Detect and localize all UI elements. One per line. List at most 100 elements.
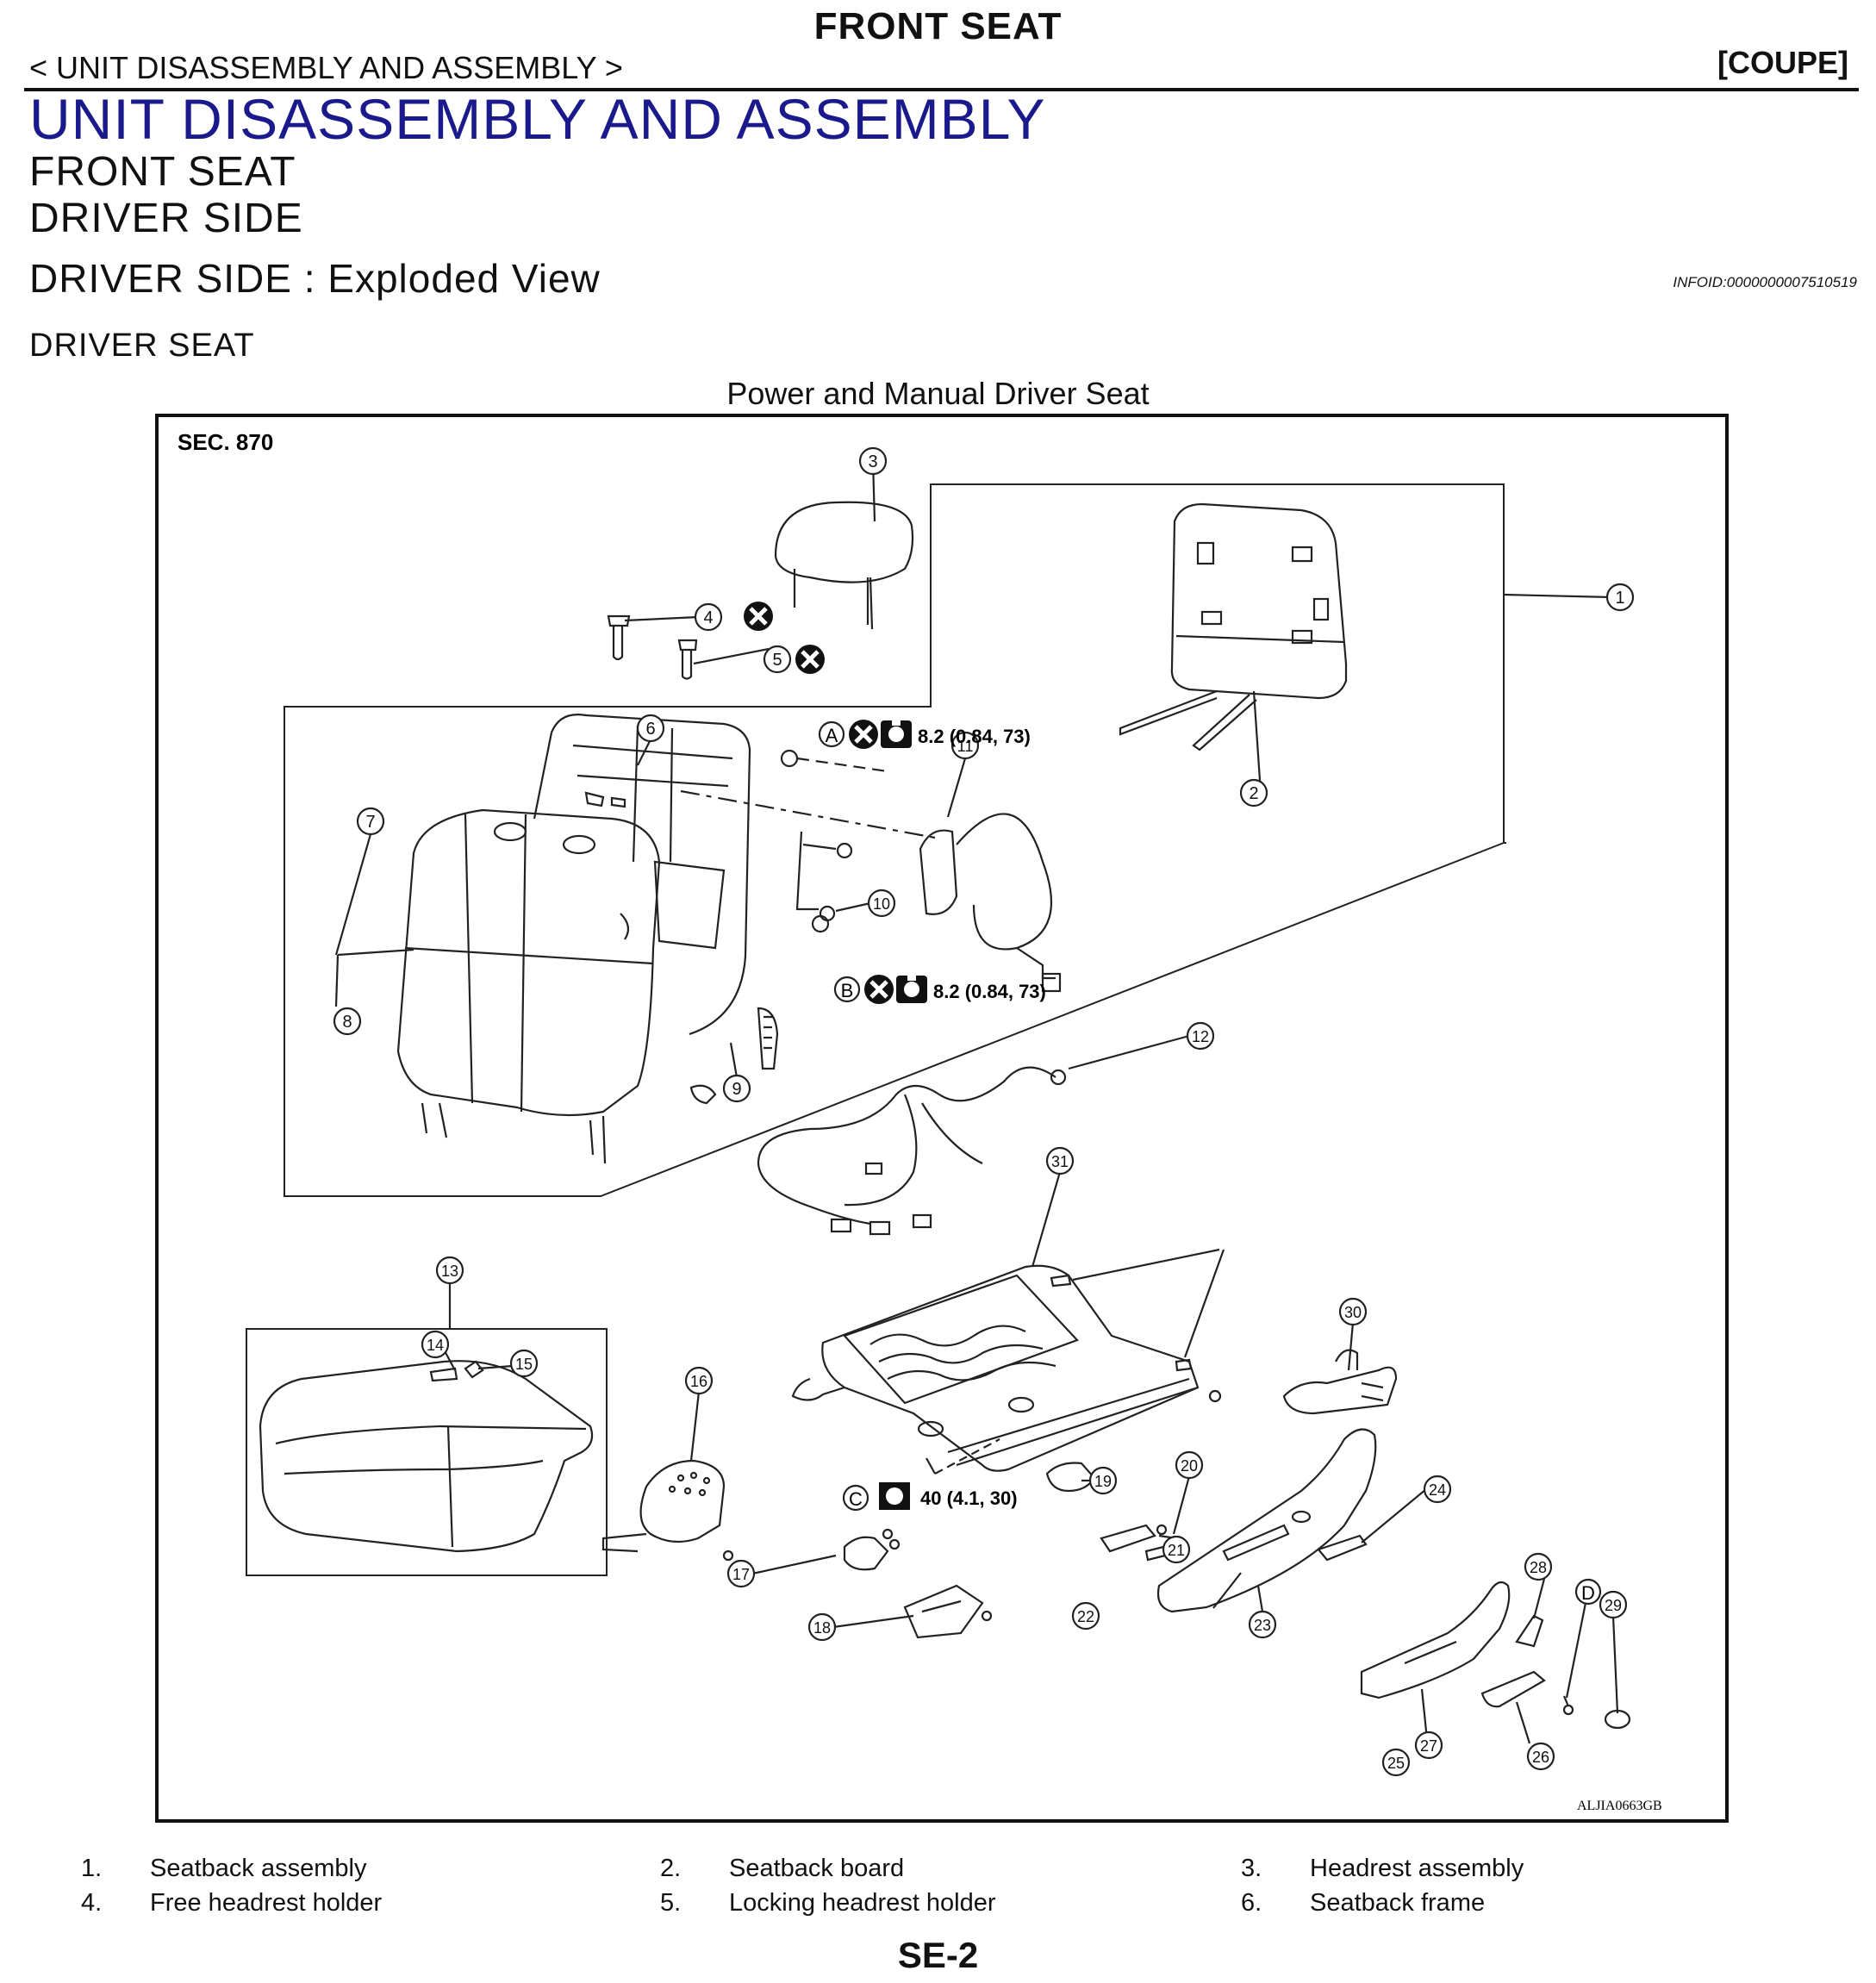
legend-text: Locking headrest holder	[729, 1889, 996, 1917]
page-header-title: FRONT SEAT	[813, 5, 1063, 47]
svg-text:21: 21	[1168, 1542, 1185, 1559]
callout-12: 12	[1186, 1021, 1215, 1051]
seatback-group-outline	[931, 483, 1506, 844]
callout-9: 9	[722, 1074, 751, 1103]
side-airbag-drawing	[919, 813, 1062, 993]
marker-a: A 8.2 (0.84, 73)	[818, 720, 1031, 749]
lifter-motor-drawing	[1282, 1349, 1398, 1415]
torque-a-label: 8.2 (0.84, 73)	[918, 726, 1031, 747]
svg-text:24: 24	[1429, 1481, 1446, 1499]
figure-frame	[155, 414, 1729, 1823]
recliner-cover-drawing	[689, 1007, 779, 1105]
callout-16: 16	[684, 1366, 714, 1395]
figure-id: ALJIA0663GB	[1577, 1799, 1662, 1813]
legend-text: Seatback frame	[1310, 1889, 1486, 1917]
legend-text: Headrest assembly	[1310, 1855, 1524, 1882]
subtitle-exploded-view: DRIVER SIDE : Exploded View	[29, 256, 601, 301]
svg-text:28: 28	[1530, 1559, 1547, 1576]
legend-number: 5.	[660, 1889, 682, 1917]
bolt-a	[780, 749, 799, 768]
callout-31: 31	[1045, 1146, 1075, 1175]
legend-text: Free headrest holder	[150, 1889, 383, 1917]
model-label: [COUPE]	[1717, 45, 1848, 80]
svg-text:15: 15	[515, 1356, 533, 1373]
legend-text: Seatback assembly	[150, 1855, 367, 1882]
lever-26-drawing	[1480, 1670, 1546, 1708]
torque-c-label: 40 (4.1, 30)	[920, 1487, 1018, 1509]
svg-text:1: 1	[1615, 589, 1624, 608]
callout-11: 11	[950, 731, 980, 760]
svg-text:31: 31	[1051, 1153, 1069, 1170]
legend-number: 4.	[81, 1889, 103, 1917]
letter-b: B	[841, 980, 854, 1001]
svg-text:12: 12	[1192, 1028, 1209, 1045]
svg-text:10: 10	[873, 895, 890, 913]
svg-text:13: 13	[441, 1263, 458, 1280]
subtitle-front-seat: FRONT SEAT	[29, 149, 296, 195]
svg-text:26: 26	[1532, 1749, 1549, 1766]
callout-10: 10	[867, 889, 896, 918]
svg-text:2: 2	[1249, 784, 1258, 803]
cushion-group-box	[246, 1328, 608, 1576]
callout-19: 19	[1088, 1466, 1118, 1495]
switch-drawing	[843, 1528, 901, 1571]
no-reuse-icon-4	[744, 602, 773, 631]
callout-6: 6	[636, 714, 665, 743]
legend-number: 2.	[660, 1855, 682, 1882]
svg-text:27: 27	[1420, 1737, 1437, 1755]
page-number: SE-2	[897, 1935, 979, 1975]
seat-cushion-frame-drawing	[791, 1264, 1200, 1472]
svg-text:29: 29	[1605, 1597, 1622, 1614]
legend-text: Seatback board	[729, 1855, 905, 1882]
lever-24-drawing	[1317, 1534, 1368, 1562]
callout-24: 24	[1423, 1475, 1452, 1504]
callout-30: 30	[1338, 1297, 1368, 1326]
svg-text:20: 20	[1181, 1457, 1198, 1475]
svg-text:18: 18	[813, 1619, 831, 1637]
callout-20: 20	[1175, 1450, 1204, 1480]
bracket-19-drawing	[1045, 1462, 1096, 1493]
callout-29: 29	[1599, 1590, 1628, 1619]
callout-27: 27	[1414, 1730, 1443, 1760]
callout-13: 13	[435, 1256, 464, 1285]
header-divider	[24, 88, 1859, 91]
bracket-drawing	[795, 831, 853, 922]
section-title: UNIT DISASSEMBLY AND ASSEMBLY	[29, 87, 1046, 151]
svg-text:8: 8	[342, 1013, 352, 1032]
headrest-holders-drawing	[607, 614, 698, 680]
callout-18: 18	[807, 1612, 837, 1642]
callout-21: 21	[1162, 1535, 1191, 1564]
seat-cushion-finisher-drawing	[1156, 1428, 1377, 1613]
subtitle-driver-seat: DRIVER SEAT	[29, 327, 255, 364]
letter-d: D	[1581, 1582, 1595, 1604]
svg-text:3: 3	[868, 452, 877, 471]
cushion-side-cover-drawing	[601, 1459, 734, 1562]
callout-25: 25	[1381, 1748, 1411, 1777]
legend-number: 6.	[1241, 1889, 1262, 1917]
knob-drawing	[903, 1584, 993, 1639]
callout-28: 28	[1524, 1552, 1553, 1581]
sec-label: SEC. 870	[178, 429, 273, 455]
letter-c: C	[849, 1488, 863, 1510]
svg-text:6: 6	[645, 720, 655, 739]
outer-finisher-drawing	[1360, 1581, 1511, 1699]
callout-26: 26	[1526, 1742, 1555, 1771]
figure-title: Power and Manual Driver Seat	[726, 376, 1150, 411]
letter-a: A	[826, 725, 838, 746]
torque-b-label: 8.2 (0.84, 73)	[933, 981, 1046, 1002]
seatback-frame-drawing	[533, 714, 751, 1036]
svg-text:9: 9	[732, 1080, 741, 1099]
subtitle-driver-side: DRIVER SIDE	[29, 196, 303, 241]
callout-2: 2	[1239, 778, 1268, 808]
exploded-view-diagram: 1234567891011121314151617181920212223242…	[155, 414, 1729, 1823]
svg-text:4: 4	[703, 608, 713, 627]
callout-23: 23	[1248, 1610, 1277, 1639]
callout-8: 8	[333, 1007, 362, 1036]
callout-7: 7	[356, 807, 385, 836]
cover-28-drawing	[1515, 1614, 1544, 1648]
svg-text:17: 17	[732, 1566, 750, 1583]
svg-text:16: 16	[690, 1373, 707, 1390]
info-id: INFOID:0000000007510519	[1673, 274, 1857, 290]
marker-c: C 40 (4.1, 30)	[842, 1482, 1018, 1512]
